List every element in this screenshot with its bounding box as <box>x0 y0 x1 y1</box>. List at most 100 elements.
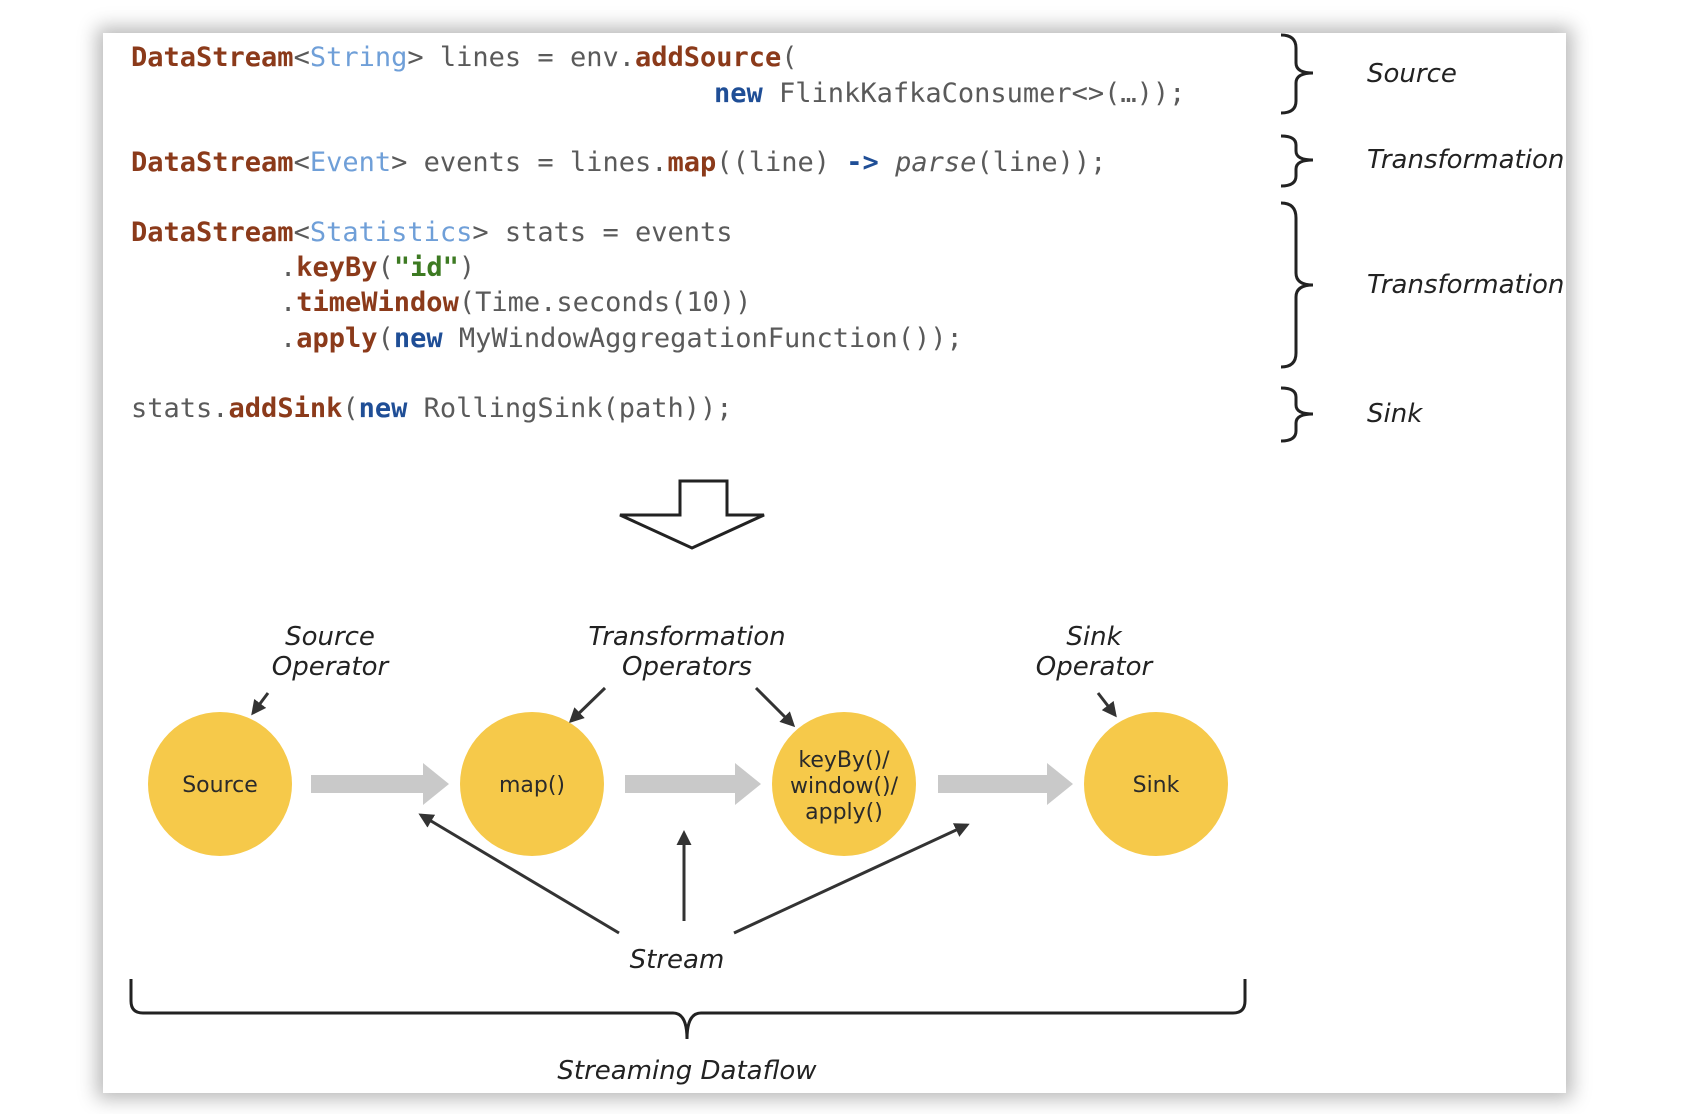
code-token: > <box>472 217 488 248</box>
code-token: Event <box>310 147 391 178</box>
code-token: . <box>280 323 296 354</box>
node-label: apply() <box>805 800 883 825</box>
flow-arrow <box>625 763 761 805</box>
brace-label-source: Source <box>1367 59 1457 89</box>
source-operator-label: Operator <box>272 652 391 682</box>
transformation-operators-label: Operators <box>622 652 752 682</box>
node-label: map() <box>499 773 565 798</box>
streaming-dataflow-label: Streaming Dataflow <box>557 1056 817 1086</box>
code-token: RollingSink(path)); <box>407 393 732 424</box>
map-node-circle <box>460 712 604 856</box>
brace-sink <box>1280 386 1314 443</box>
sink-operator-label: Sink <box>1066 622 1122 652</box>
node-label: window()/ <box>790 774 899 799</box>
code-token: ( <box>781 42 797 73</box>
code-token: new <box>359 393 409 424</box>
code-token: ((line) <box>716 147 846 178</box>
code-token: < <box>294 42 310 73</box>
code-token: FlinkKafkaConsumer<>(…)); <box>763 78 1186 109</box>
code-line-1: DataStream<String> lines = env.addSource… <box>131 42 798 73</box>
code-token: > <box>391 147 407 178</box>
node-window: keyBy()/ window()/ apply() <box>772 712 916 856</box>
code-token: addSink <box>229 393 343 424</box>
code-token: DataStream <box>131 42 294 73</box>
flow-arrows <box>311 763 1073 805</box>
code-token: ( <box>378 252 394 283</box>
brace-transformation-1 <box>1280 134 1314 188</box>
code-token: ) <box>459 252 475 283</box>
code-token: "id" <box>394 252 459 283</box>
stream-pointers <box>418 813 970 935</box>
code-token: events = lines. <box>407 147 667 178</box>
stream-label: Stream <box>630 945 725 975</box>
code-token <box>879 147 895 178</box>
code-token: String <box>310 42 408 73</box>
figure-frame: DataStream<String> lines = env.addSource… <box>103 33 1566 1093</box>
node-source: Source <box>148 712 292 856</box>
code-line-5: .keyBy("id") <box>280 252 475 283</box>
code-token: stats. <box>131 393 229 424</box>
code-token: keyBy <box>296 252 377 283</box>
code-token: stats = events <box>489 217 733 248</box>
code-line-3: DataStream<Event> events = lines.map((li… <box>131 147 1106 178</box>
code-token: > <box>407 42 423 73</box>
node-label: Sink <box>1133 773 1180 798</box>
pointer-arrow <box>568 686 607 724</box>
code-braces <box>1280 33 1314 443</box>
code-token: . <box>280 252 296 283</box>
sink-operator-label: Operator <box>1036 652 1155 682</box>
brace-source <box>1280 33 1314 115</box>
code-line-6: .timeWindow(Time.seconds(10)) <box>280 287 751 318</box>
code-token: apply <box>296 323 377 354</box>
code-token: DataStream <box>131 147 294 178</box>
code-token: < <box>294 217 310 248</box>
transformation-operators-label: Transformation <box>588 622 785 652</box>
code-token: (Time.seconds(10)) <box>459 287 752 318</box>
node-map: map() <box>460 712 604 856</box>
code-line-8: stats.addSink(new RollingSink(path)); <box>131 393 733 424</box>
code-line-4: DataStream<Statistics> stats = events <box>131 217 733 248</box>
brace-label-transformation: Transformation <box>1367 145 1564 175</box>
stream-arrow <box>733 823 970 935</box>
code-line-7: .apply(new MyWindowAggregationFunction()… <box>280 323 963 354</box>
node-label: keyBy()/ <box>798 748 890 773</box>
code-token: new <box>714 78 764 109</box>
source-operator-label: Source <box>285 622 375 652</box>
code-block: DataStream<String> lines = env.addSource… <box>131 42 1185 424</box>
code-token: -> <box>846 147 879 178</box>
operator-labels: Source Operator Transformation Operators… <box>272 622 1155 682</box>
brace-label-transformation: Transformation <box>1367 270 1564 300</box>
code-line-2: new FlinkKafkaConsumer<>(…)); <box>714 78 1185 109</box>
node-sink: Sink <box>1084 712 1228 856</box>
dataflow-brace <box>129 979 1247 1040</box>
pointer-arrow <box>754 686 796 728</box>
code-token: DataStream <box>131 217 294 248</box>
code-token: MyWindowAggregationFunction()); <box>443 323 963 354</box>
code-token: addSource <box>635 42 781 73</box>
pointer-arrow <box>251 692 270 716</box>
code-token: . <box>280 287 296 318</box>
brace-transformation-2 <box>1280 201 1314 369</box>
dataflow-figure: DataStream<String> lines = env.addSource… <box>129 33 1564 1086</box>
stream-arrow <box>418 813 620 935</box>
flow-arrow <box>311 763 449 805</box>
down-arrow-icon <box>619 479 765 550</box>
brace-label-sink: Sink <box>1367 399 1423 429</box>
code-token: ( <box>342 393 358 424</box>
code-token: < <box>294 147 310 178</box>
code-token: ( <box>378 323 394 354</box>
code-token: Statistics <box>310 217 473 248</box>
code-token: new <box>394 323 444 354</box>
operator-pointers <box>251 686 1117 728</box>
window-node-circle <box>772 712 916 856</box>
brace-labels: Source Transformation Transformation Sin… <box>1367 59 1564 429</box>
code-token: lines = env. <box>424 42 635 73</box>
flow-arrow <box>938 763 1073 805</box>
sink-node-circle <box>1084 712 1228 856</box>
source-node-circle <box>148 712 292 856</box>
code-token: parse <box>894 147 976 178</box>
code-token: (line)); <box>976 147 1106 178</box>
code-token: timeWindow <box>296 287 459 318</box>
node-label: Source <box>182 773 258 798</box>
pointer-arrow <box>1096 692 1117 718</box>
